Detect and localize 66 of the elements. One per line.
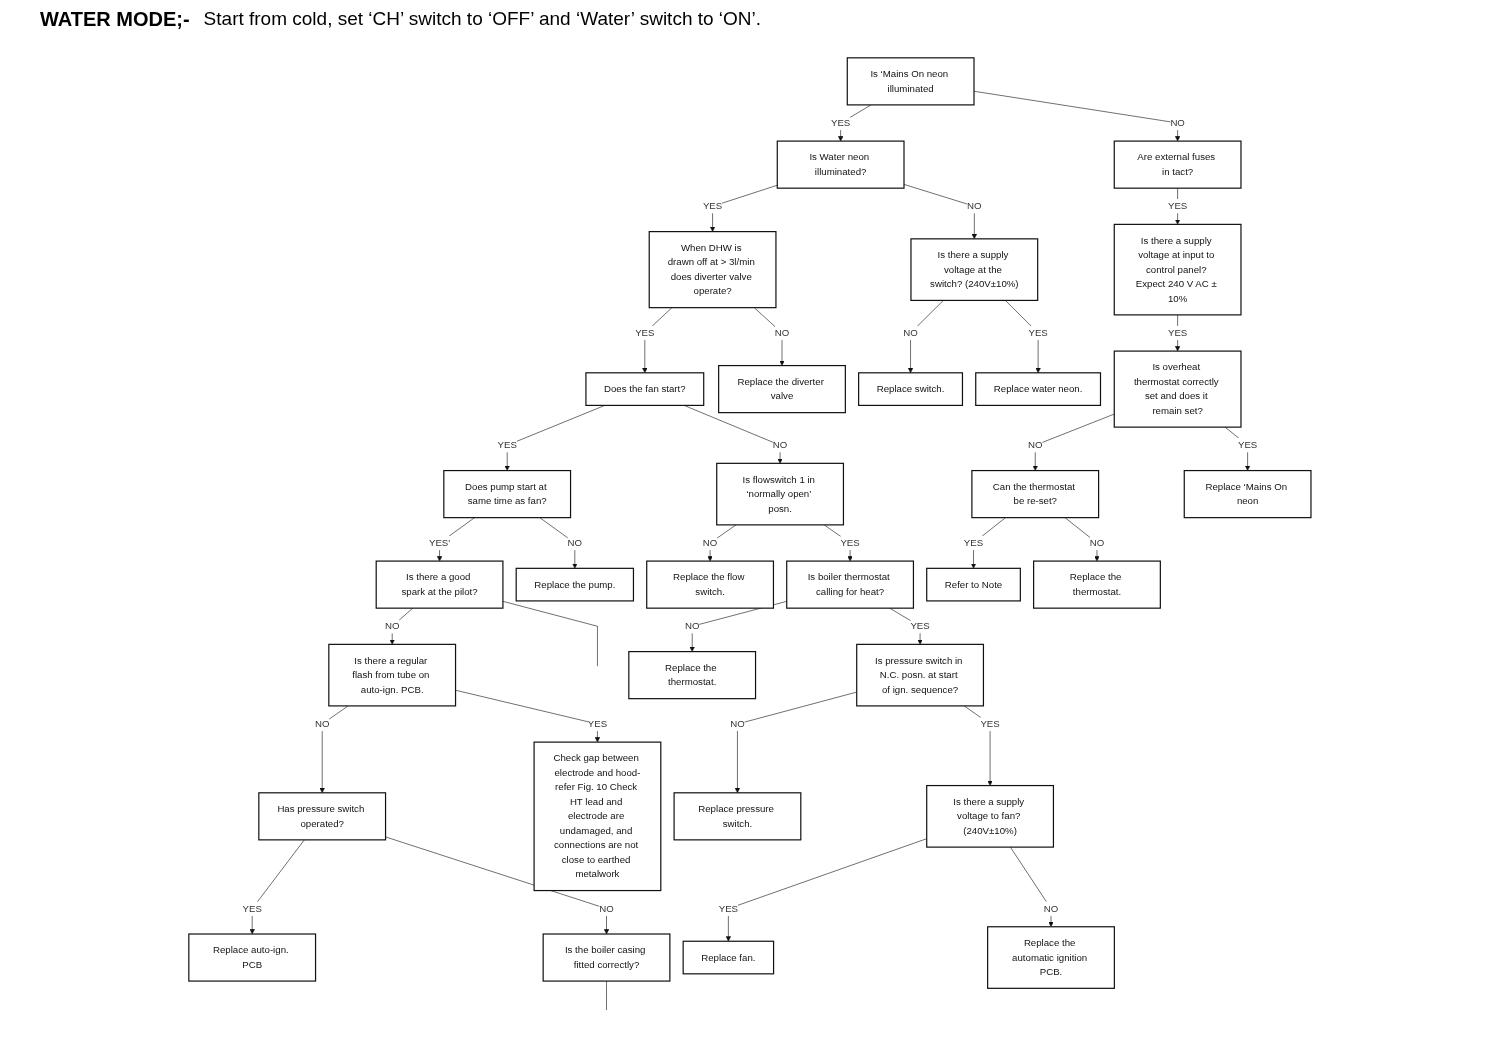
node-box: Replace the thermostat. <box>628 650 757 699</box>
node-box: Is the boiler casing fitted correctly? <box>542 932 671 982</box>
edge-label: NO <box>567 537 583 548</box>
edge-label: YES <box>242 902 262 914</box>
node-box: Replace the diverter valve <box>718 364 847 413</box>
edge-label: NO <box>685 620 700 631</box>
node-box: Replace pressure switch. <box>673 791 802 840</box>
node-box: Replace fan. <box>682 940 775 974</box>
node-box: Replace auto-ign. PCB <box>188 932 317 982</box>
edge-label: NO <box>385 620 400 631</box>
edge-label: YES <box>1168 200 1188 211</box>
edge-label: NO <box>730 718 745 729</box>
diagram-title: WATER MODE;- <box>40 8 190 31</box>
edge-label: NO <box>772 439 788 450</box>
node-box: Replace switch. <box>858 371 964 406</box>
node-box: Replace ‘Mains On neon <box>1183 469 1312 518</box>
edge-label: NO <box>967 200 982 211</box>
edge-label: YES <box>497 439 517 450</box>
edge-label: NO <box>1028 439 1043 450</box>
node-box: Is there a supply voltage at input to control panel? Expect 240 V AC ± 10% <box>1113 223 1242 315</box>
node-box: Are external fuses in tact? <box>1113 140 1242 189</box>
edge-label: NO <box>1043 902 1059 914</box>
node-box: Refer to Note <box>926 567 1022 602</box>
node-box: Has pressure switch operated? <box>258 791 387 840</box>
instruction-note: Start from cold, set ‘CH’ switch to ‘OFF’ and ‘Water’ switch to ‘ON’. <box>203 8 762 29</box>
node-box: Replace water neon. <box>975 371 1102 406</box>
node-box: Is pressure switch in N.C. posn. at start of ign. sequence? <box>856 643 985 707</box>
edge-label: NO <box>702 537 718 548</box>
node-box: Replace the flow switch. <box>646 560 775 609</box>
node-box: Is ‘Mains On neon illuminated <box>846 56 975 105</box>
edge-label: NO <box>903 327 918 338</box>
edge-label: YES <box>980 718 1000 729</box>
node-box: Is flowswitch 1 in ‘normally open’ posn. <box>716 462 845 525</box>
node-box: Replace the pump. <box>515 567 635 602</box>
connector <box>606 980 607 1010</box>
edge-label: YES <box>1168 327 1188 338</box>
node-box: Does pump start at same time as fan? <box>443 469 572 518</box>
edge-label: YES <box>1028 327 1048 338</box>
edge-label: YES <box>910 620 930 631</box>
node-box: Is boiler thermostat calling for heat? <box>786 560 915 609</box>
node-box: Is there a supply voltage to fan? (240V±10%) <box>926 784 1055 848</box>
node-box: Is there a supply voltage at the switch? (240V±10%) <box>910 237 1039 301</box>
node-box: Does the fan start? <box>585 371 705 406</box>
edge-label: YES <box>703 200 723 211</box>
node-box: Can the thermostat be re-set? <box>971 469 1100 518</box>
node-box: Is Water neon illuminated? <box>776 140 905 189</box>
node-box: Check gap between electrode and hood-refer Fig. 10 Check HT lead and electrode are undamaged, and connections are not close to earthed metalwork <box>533 741 662 891</box>
edge-label: YES' <box>429 537 451 548</box>
edge-label: NO <box>599 902 614 914</box>
edge-label: YES <box>840 537 860 548</box>
edge-label: YES <box>831 117 851 128</box>
edge-label: YES <box>1238 439 1258 450</box>
edge-label: NO <box>1170 117 1185 128</box>
edge-label: NO <box>315 718 330 729</box>
edge-label: YES <box>718 902 739 914</box>
node-box: Is there a regular flash from tube on auto-ign. PCB. <box>328 643 457 707</box>
node-box: Replace the automatic ignition PCB. <box>987 925 1116 989</box>
edge-label: YES <box>963 537 984 548</box>
node-box: Is there a good spark at the pilot? <box>375 560 504 609</box>
edge-label: NO <box>774 327 790 338</box>
node-box: Is overheat thermostat correctly set and does it remain set? <box>1113 350 1242 428</box>
node-box: When DHW is drawn off at > 3l/min does diverter valve operate? <box>648 230 777 308</box>
edge-label: YES <box>587 718 608 729</box>
edge-label: NO <box>1089 537 1105 548</box>
node-box: Replace the thermostat. <box>1033 560 1162 609</box>
edge-label: YES <box>635 327 655 338</box>
